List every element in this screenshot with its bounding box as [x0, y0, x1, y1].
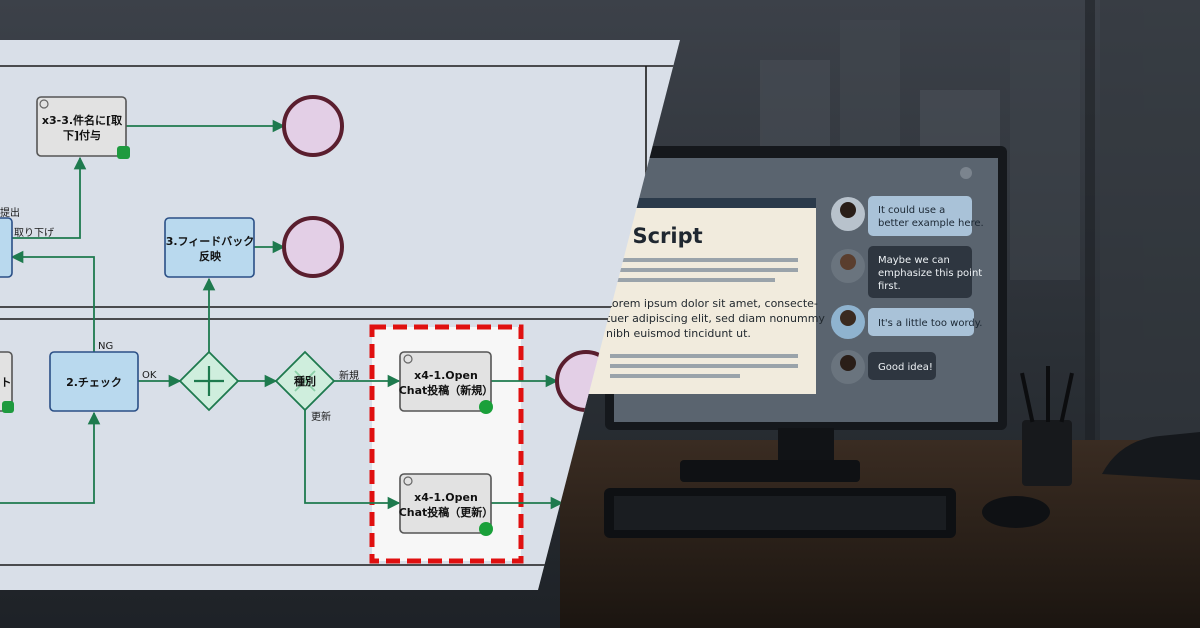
edge-label-submit: 提出	[0, 206, 20, 219]
flow-edge	[0, 411, 101, 504]
mouse	[982, 496, 1050, 528]
comment-text: emphasize this point	[878, 268, 982, 279]
task-openchat-update[interactable]: x4-1.Open Chat投稿（更新）	[399, 473, 494, 536]
task-check[interactable]: 2.チェック	[49, 351, 139, 412]
parallel-gateway[interactable]	[178, 350, 240, 412]
task-label: 3.フィードバック	[166, 235, 255, 248]
gear-icon	[39, 99, 49, 109]
task-openchat-new[interactable]: x4-1.Open Chat投稿（新規）	[399, 351, 494, 414]
chat-icon	[479, 522, 493, 536]
task-label: Chat投稿（新規）	[399, 383, 494, 397]
task-feedback[interactable]: 3.フィードバック 反映	[164, 217, 255, 278]
task-label: Chat投稿（更新）	[399, 505, 494, 519]
comment-2: Maybe we can emphasize this point first.	[831, 246, 982, 298]
keyboard	[604, 488, 956, 538]
city-window	[760, 0, 1200, 440]
comment-3: It's a little too wordy.	[831, 305, 982, 339]
gear-icon	[403, 476, 413, 486]
comment-text: It's a little too wordy.	[878, 318, 982, 329]
gear-icon	[403, 354, 413, 364]
task-label: 反映	[199, 249, 222, 263]
edge-label-update: 更新	[311, 410, 331, 423]
calculator-icon	[2, 401, 14, 413]
pen-holder	[1020, 366, 1074, 486]
task-x3-3[interactable]: x3-3.件名に[取 下]付与	[36, 96, 130, 159]
gateway-label: 種別	[294, 374, 316, 388]
task-partial-upper[interactable]	[0, 217, 13, 278]
exclusive-gateway[interactable]: 種別	[274, 350, 336, 412]
doc-body-line-2: tuer adipiscing elit, sed diam nonummy	[606, 312, 825, 325]
comment-text: better example here.	[878, 218, 984, 229]
doc-body-line-3: nibh euismod tincidunt ut.	[606, 327, 751, 340]
end-event[interactable]	[282, 95, 344, 157]
comment-text: It could use a	[878, 205, 945, 216]
flow-edge	[12, 156, 87, 239]
comment-4: Good idea!	[831, 350, 936, 384]
cloth	[1102, 432, 1200, 480]
comment-text: Maybe we can	[878, 255, 950, 266]
flow-edge	[10, 250, 95, 352]
comment-text: first.	[878, 281, 901, 292]
flow-edge	[304, 410, 401, 510]
comment-1: It could use a better example here.	[831, 196, 984, 236]
task-partial-lower[interactable]: ト	[0, 351, 14, 413]
task-label: 2.チェック	[66, 376, 122, 389]
doc-body-line-1: Lorem ipsum dolor sit amet, consecte-	[606, 297, 818, 310]
comment-text: Good idea!	[878, 362, 933, 373]
edge-label-ok: OK	[142, 370, 157, 381]
chat-icon	[479, 400, 493, 414]
task-label: ト	[1, 376, 12, 389]
task-label: 下]付与	[63, 128, 101, 142]
task-label: x4-1.Open	[414, 369, 478, 382]
task-label: x4-1.Open	[414, 491, 478, 504]
end-event[interactable]	[282, 216, 344, 278]
edge-label-ng: NG	[98, 341, 113, 352]
calculator-icon	[117, 146, 130, 159]
webcam-icon	[960, 167, 972, 179]
edge-label-withdraw: 取り下げ	[14, 227, 54, 239]
edge-label-new: 新規	[339, 369, 359, 382]
task-label: x3-3.件名に[取	[42, 113, 122, 127]
